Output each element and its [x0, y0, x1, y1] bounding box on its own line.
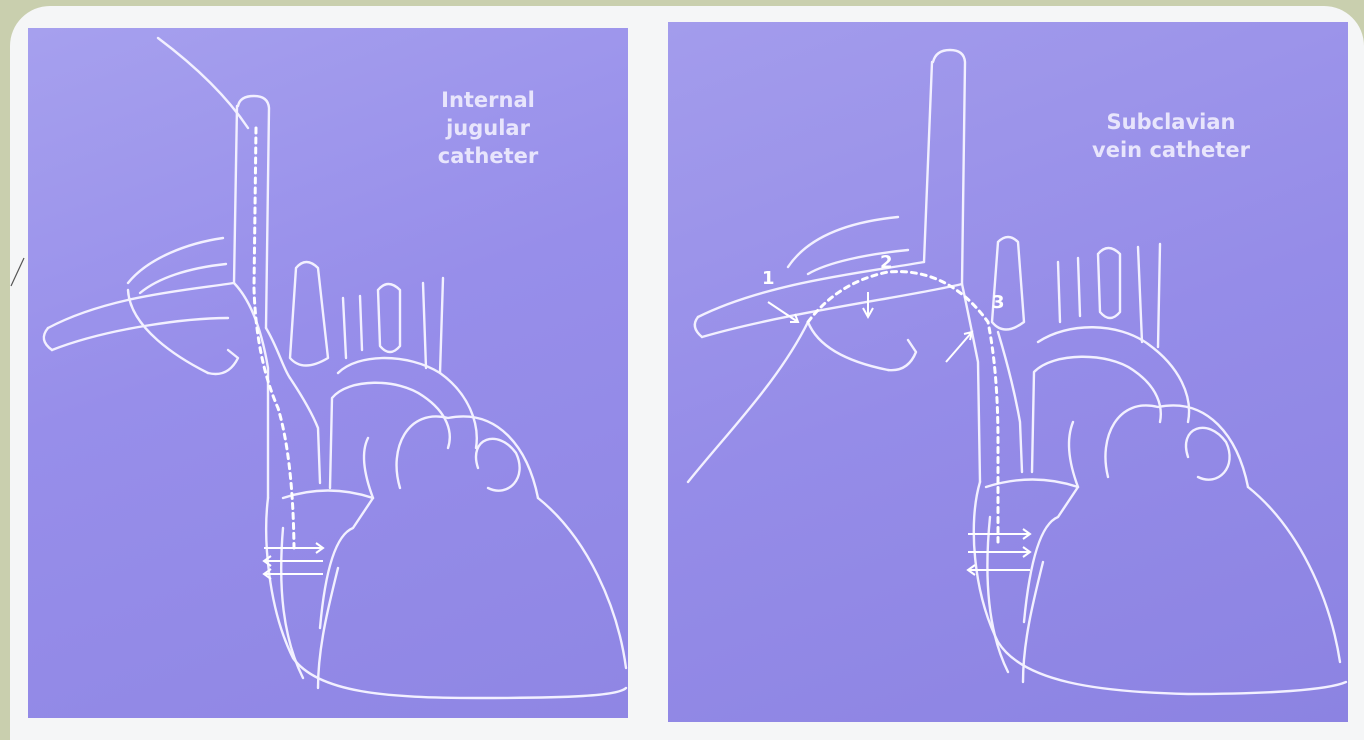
catheter-path	[808, 272, 998, 542]
slide: Internal jugular catheter	[10, 6, 1364, 740]
clavicle	[128, 238, 238, 374]
brachiocephalic-trunks	[992, 237, 1160, 347]
insertion-site-label: 3	[992, 292, 1005, 313]
catheter-path	[254, 128, 294, 548]
title-line: Internal	[388, 86, 588, 114]
panel-title-internal-jugular: Internal jugular catheter	[388, 86, 588, 170]
title-line: catheter	[388, 142, 588, 170]
brachiocephalic-trunks	[266, 262, 443, 378]
title-line: vein catheter	[1056, 136, 1286, 164]
panel-title-subclavian: Subclavian vein catheter	[1056, 108, 1286, 164]
aortic-arch	[330, 358, 477, 488]
internal-jugular-vein	[924, 50, 965, 284]
title-line: jugular	[388, 114, 588, 142]
panel-internal-jugular: Internal jugular catheter	[28, 28, 628, 718]
aortic-arch	[1032, 327, 1189, 472]
catheter-guidewire	[158, 38, 248, 128]
insertion-site-label: 1	[762, 268, 775, 289]
panel-subclavian: 1 2 3 Subclavian vein catheter	[668, 22, 1348, 722]
catheter-tip-flow-arrows	[264, 543, 323, 579]
superior-vena-cava	[234, 283, 320, 498]
insertion-site-label: 2	[880, 252, 893, 273]
catheter-guidewire	[688, 322, 808, 482]
clavicle	[788, 217, 916, 370]
internal-jugular-vein	[234, 96, 269, 328]
heart	[974, 405, 1346, 694]
title-line: Subclavian	[1056, 108, 1286, 136]
